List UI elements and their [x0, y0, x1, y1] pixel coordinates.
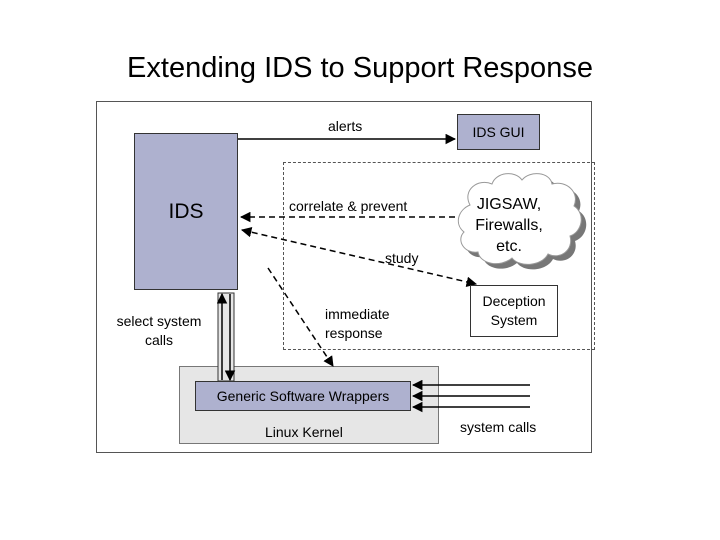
linux-kernel-label: Linux Kernel	[265, 424, 343, 440]
ids-gui-box: IDS GUI	[457, 114, 540, 150]
immediate-response-arrow	[267, 267, 334, 367]
deception-system-label: Deception System	[482, 293, 546, 328]
cloud-shape	[457, 173, 587, 270]
ids-label: IDS	[168, 199, 204, 223]
correlate-prevent-label: correlate & prevent	[289, 198, 408, 214]
select-system-calls-label: select system calls	[116, 313, 202, 348]
study-label: study	[385, 250, 419, 266]
deception-system-box: Deception System	[470, 285, 558, 337]
system-calls-label: system calls	[460, 419, 537, 435]
study-arrow	[240, 227, 478, 287]
syscall-pipe	[217, 292, 235, 382]
immediate-response-label: immediate response	[325, 306, 390, 341]
diagram-frame	[96, 101, 592, 453]
wrappers-label: Generic Software Wrappers	[216, 388, 390, 404]
cloud-label: JIGSAW, Firewalls, etc.	[475, 196, 543, 255]
alerts-label: alerts	[328, 118, 363, 134]
ids-box: IDS	[134, 133, 238, 290]
generic-software-wrappers-box: Generic Software Wrappers	[195, 381, 411, 411]
slide-title: Extending IDS to Support Response	[127, 52, 593, 84]
ids-gui-label: IDS GUI	[472, 124, 525, 140]
